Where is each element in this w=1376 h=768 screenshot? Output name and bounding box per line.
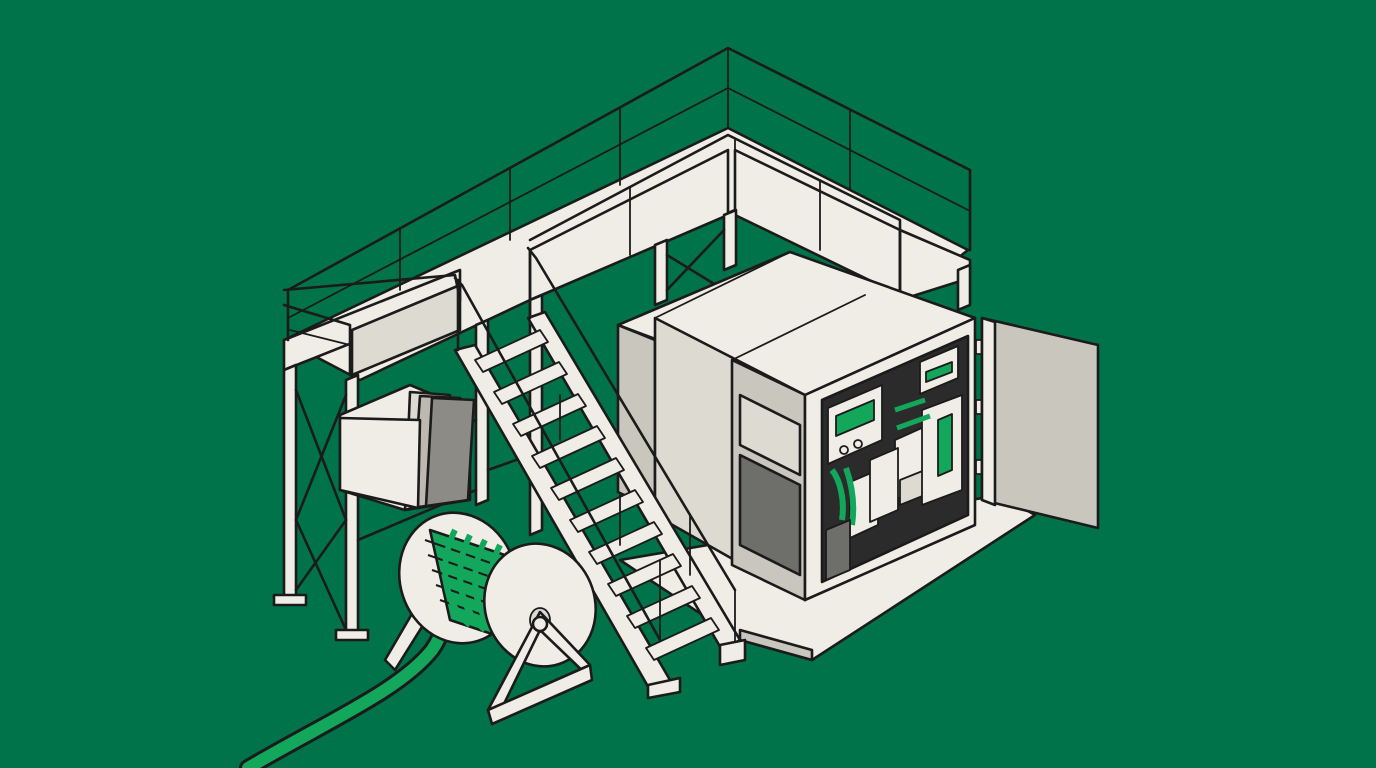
stacked-panels: [338, 383, 476, 512]
cabinet-door: [980, 316, 1100, 530]
cable-reel: [383, 511, 598, 726]
electrical-enclosure: [616, 250, 1100, 602]
staircase: [453, 246, 747, 700]
support-frame: [272, 208, 972, 642]
cabinet-interior: [825, 345, 963, 581]
